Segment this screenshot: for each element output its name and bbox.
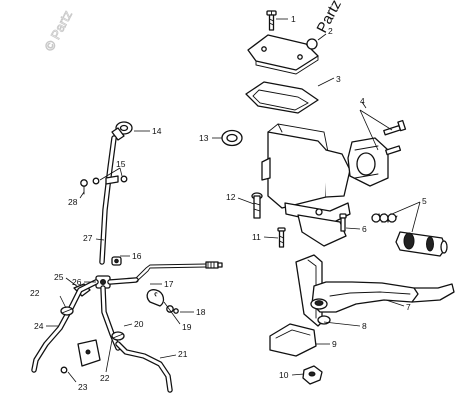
handlebar-clamp[interactable] (347, 137, 389, 187)
rigid-line-right[interactable] (107, 261, 223, 285)
callout-15: 15 (116, 159, 126, 169)
piston-spring[interactable] (371, 212, 398, 224)
callout-23: 23 (78, 382, 88, 392)
callout-2: 2 (328, 26, 333, 36)
callout-27: 27 (83, 233, 93, 243)
callout-1: 1 (291, 14, 296, 24)
hose-clamp-right[interactable] (111, 331, 125, 341)
cover-screw[interactable] (266, 10, 277, 31)
callout-3: 3 (336, 74, 341, 84)
line-clamp-upper[interactable] (92, 175, 128, 185)
hose-clamp-left[interactable] (60, 306, 74, 316)
banjo-fitting-upper[interactable] (111, 121, 133, 141)
clamp-screw-lower[interactable] (385, 145, 402, 156)
sight-glass-seal[interactable] (221, 129, 243, 147)
brake-line-main[interactable] (99, 135, 117, 265)
callout-8: 8 (362, 321, 367, 331)
clamp-screw-upper[interactable] (383, 119, 407, 136)
reservoir-cover[interactable] (247, 34, 319, 75)
callout-22-left: 22 (30, 288, 40, 298)
callout-25: 25 (54, 272, 64, 282)
p-clamp[interactable] (146, 289, 165, 307)
line-clamp-screw[interactable] (80, 179, 88, 195)
pivot-nut[interactable] (302, 365, 323, 385)
callout-numbers: 1 2 3 4 5 6 7 8 9 10 11 12 13 14 15 16 1… (30, 14, 427, 392)
brake-hose-left[interactable] (31, 279, 99, 373)
callout-6: 6 (362, 224, 367, 234)
callout-26: 26 (72, 277, 82, 287)
callout-22-right: 22 (100, 373, 110, 383)
reservoir-diaphragm[interactable] (245, 81, 319, 114)
brake-lever[interactable] (311, 281, 455, 313)
callout-10: 10 (279, 370, 289, 380)
line-clip[interactable] (111, 256, 122, 266)
leader-lines (46, 18, 421, 383)
callout-4: 4 (360, 96, 365, 106)
callout-17: 17 (164, 279, 174, 289)
callout-11: 11 (252, 232, 261, 242)
callout-28: 28 (68, 197, 78, 207)
callout-19: 19 (182, 322, 192, 332)
bracket-plate-screw[interactable] (60, 366, 68, 374)
callout-21: 21 (178, 349, 188, 359)
callout-24: 24 (34, 321, 44, 331)
banjo-bolt[interactable] (251, 192, 263, 219)
callout-13: 13 (199, 133, 209, 143)
cover-ring-marker (306, 38, 318, 50)
p-clamp-bolt[interactable] (166, 305, 179, 314)
callout-16: 16 (132, 251, 142, 261)
callout-7: 7 (406, 302, 411, 312)
brake-hose-right-upper[interactable] (100, 285, 121, 351)
callout-5: 5 (422, 196, 427, 206)
watermark-left: © Partz (41, 8, 75, 53)
stop-screw[interactable] (277, 227, 286, 248)
piston-assembly[interactable] (395, 231, 448, 257)
callout-18: 18 (196, 307, 206, 317)
master-cylinder-body[interactable] (261, 123, 351, 247)
hose-bracket-plate[interactable] (77, 339, 101, 367)
callout-9: 9 (332, 339, 337, 349)
callout-12: 12 (226, 192, 236, 202)
lever-pivot-bolt[interactable] (339, 213, 347, 232)
callout-20: 20 (134, 319, 144, 329)
callout-14: 14 (152, 126, 162, 136)
lever-boot[interactable] (269, 323, 317, 357)
brake-hose-right-lower[interactable] (115, 341, 173, 393)
